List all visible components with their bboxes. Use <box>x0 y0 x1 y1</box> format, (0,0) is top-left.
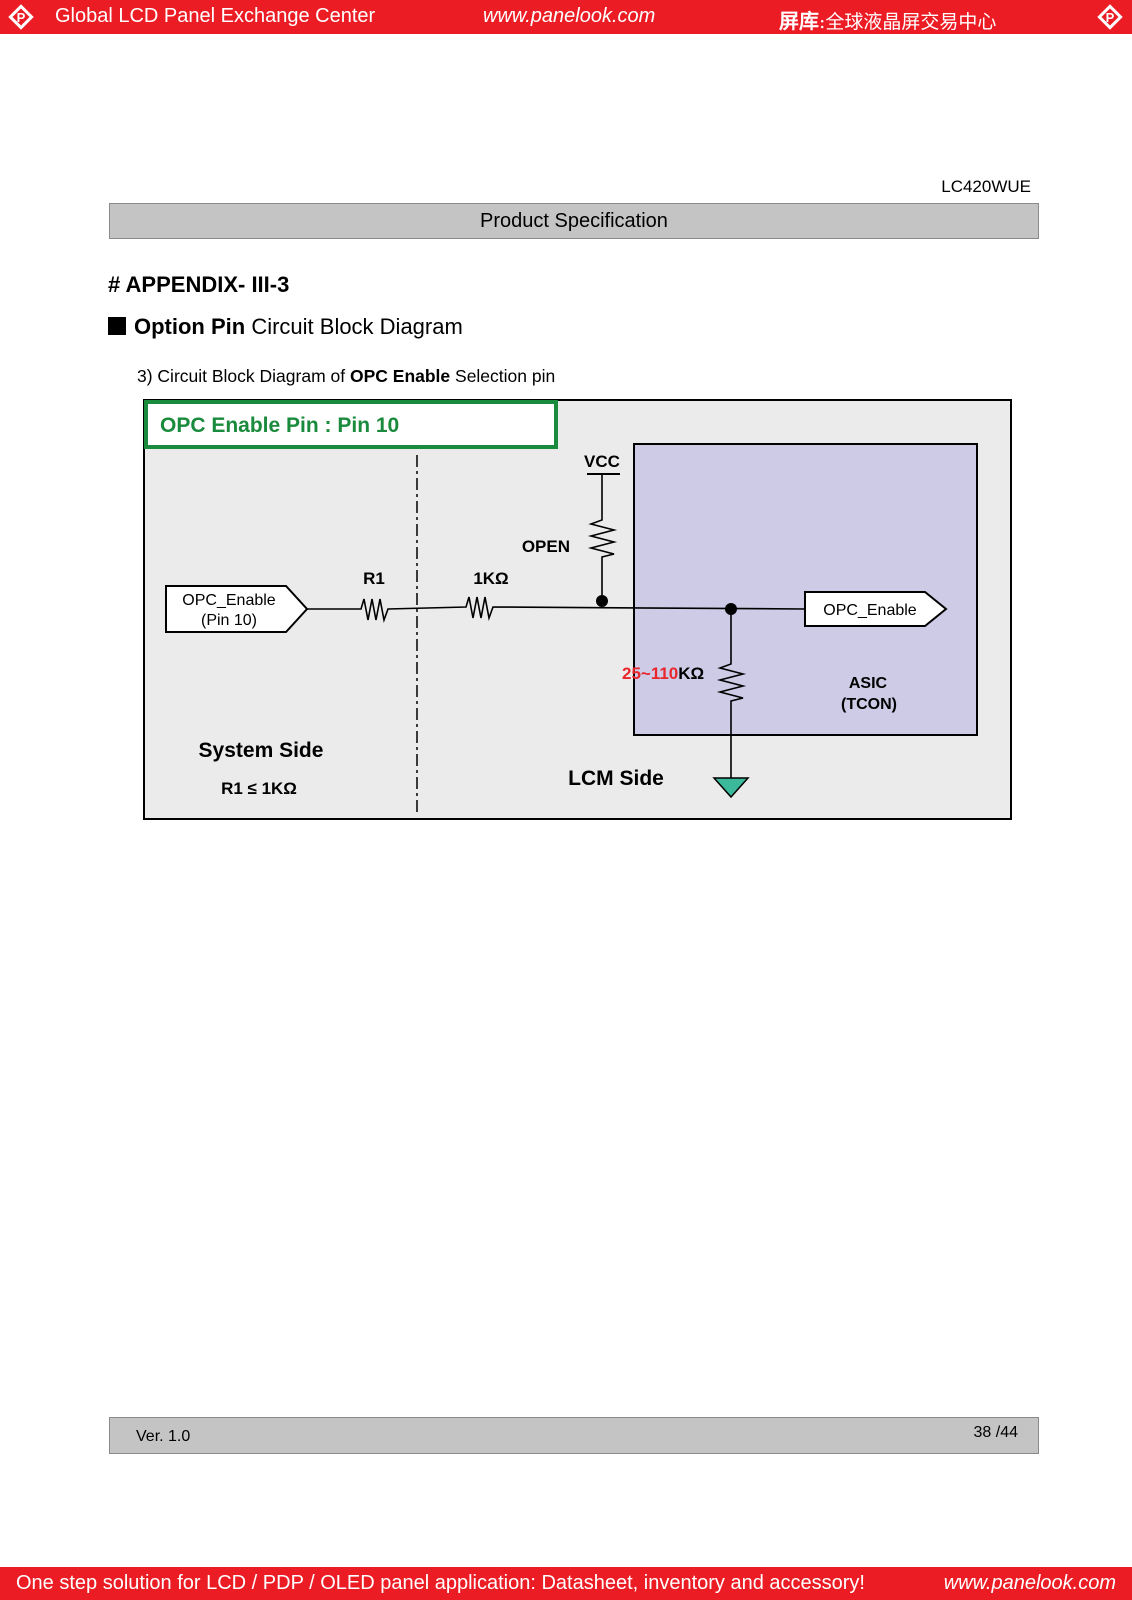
page-number: 38 /44 <box>973 1424 1018 1441</box>
asic-block <box>633 443 978 736</box>
bottom-url-link[interactable]: www.panelook.com <box>943 1572 1116 1594</box>
top-banner: P Global LCD Panel Exchange Center www.p… <box>0 0 1132 34</box>
footer-bar: Ver. 1.0 38 /44 <box>109 1417 1039 1454</box>
diagram-title: OPC Enable Pin : Pin 10 <box>160 414 399 437</box>
system-side-label: System Side <box>199 739 324 762</box>
section-heading: Option Pin Circuit Block Diagram <box>108 314 463 340</box>
pulldown-resistor <box>716 609 747 778</box>
input-pin-number: (Pin 10) <box>201 612 257 629</box>
pulldown-value: 25~110KΩ <box>622 664 704 683</box>
panelook-logo-icon: P <box>1097 4 1123 30</box>
bottom-tagline: One step solution for LCD / PDP / OLED p… <box>16 1572 865 1594</box>
r1-condition-label: R1 ≤ 1KΩ <box>221 779 297 798</box>
r-1k-label: 1KΩ <box>473 569 508 588</box>
lcm-side-label: LCM Side <box>568 767 664 790</box>
junction-dot <box>596 595 608 607</box>
bottom-banner: One step solution for LCD / PDP / OLED p… <box>0 1567 1132 1600</box>
model-number: LC420WUE <box>941 177 1031 196</box>
input-pin-shape <box>165 585 309 633</box>
header-left-text: Global LCD Panel Exchange Center <box>55 5 376 27</box>
asic-sublabel: (TCON) <box>841 696 897 713</box>
version-label: Ver. 1.0 <box>136 1428 191 1445</box>
r1-label: R1 <box>363 569 385 588</box>
asic-label: ASIC <box>849 675 888 692</box>
appendix-heading: # APPENDIX- III-3 <box>108 272 290 297</box>
open-label: OPEN <box>522 537 570 556</box>
spec-title-bar: Product Specification <box>109 203 1039 239</box>
square-bullet-icon <box>108 317 126 335</box>
main-signal-wire <box>307 596 806 624</box>
output-pin-label: OPC_Enable <box>823 602 916 619</box>
svg-text:P: P <box>17 10 26 25</box>
output-pin-shape <box>804 591 948 627</box>
header-url-link[interactable]: www.panelook.com <box>483 5 656 27</box>
panelook-logo-icon: P <box>8 4 34 30</box>
input-pin-label: OPC_Enable <box>182 592 275 609</box>
diagram-title-box <box>144 400 558 449</box>
pullup-resistor <box>587 474 618 601</box>
ground-icon <box>712 777 750 799</box>
svg-text:P: P <box>1106 10 1115 25</box>
subsection-heading: 3) Circuit Block Diagram of OPC Enable S… <box>137 366 556 386</box>
header-right-text: 屏库:全球液晶屏交易中心 <box>779 11 997 33</box>
vcc-label: VCC <box>584 452 620 471</box>
